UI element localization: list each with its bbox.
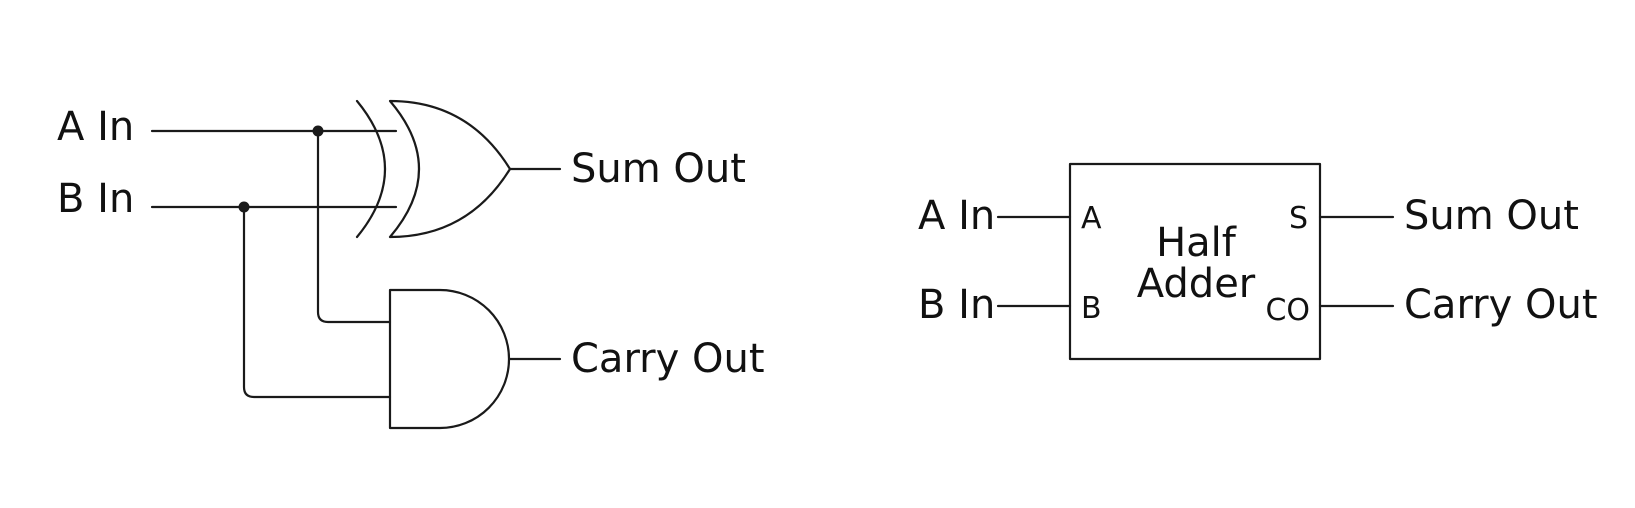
- xor-extra-curve: [355, 99, 386, 239]
- input-b-label: B In: [57, 176, 134, 222]
- input-a-label: A In: [57, 104, 134, 150]
- junction-dot-b: [238, 201, 250, 213]
- pin-a-label: A: [1081, 201, 1102, 236]
- xor-body: [388, 99, 512, 239]
- wire-b-to-and: [242, 205, 392, 399]
- pin-s-label: S: [1289, 201, 1308, 236]
- sum-out-label: Sum Out: [571, 146, 746, 192]
- block-title-line2: Adder: [1137, 261, 1256, 307]
- gate-level-circuit: A In B In Sum Out Carry Out: [57, 99, 765, 430]
- block-carry-out-label: Carry Out: [1404, 282, 1598, 328]
- block-sum-out-label: Sum Out: [1404, 193, 1579, 239]
- junction-dot-a: [312, 125, 324, 137]
- pin-b-label: B: [1081, 291, 1102, 326]
- block-input-a-label: A In: [918, 193, 995, 239]
- wire-a-to-and: [316, 129, 392, 324]
- block-title-line1: Half: [1156, 220, 1237, 266]
- and-gate: [388, 288, 511, 430]
- carry-out-label: Carry Out: [571, 336, 765, 382]
- pin-co-label: CO: [1265, 293, 1310, 328]
- half-adder-block-diagram: A In B In Half Adder A B S CO Sum Out Ca…: [918, 162, 1598, 361]
- block-input-b-label: B In: [918, 282, 995, 328]
- half-adder-box: [1068, 162, 1322, 361]
- xor-gate: [355, 99, 512, 239]
